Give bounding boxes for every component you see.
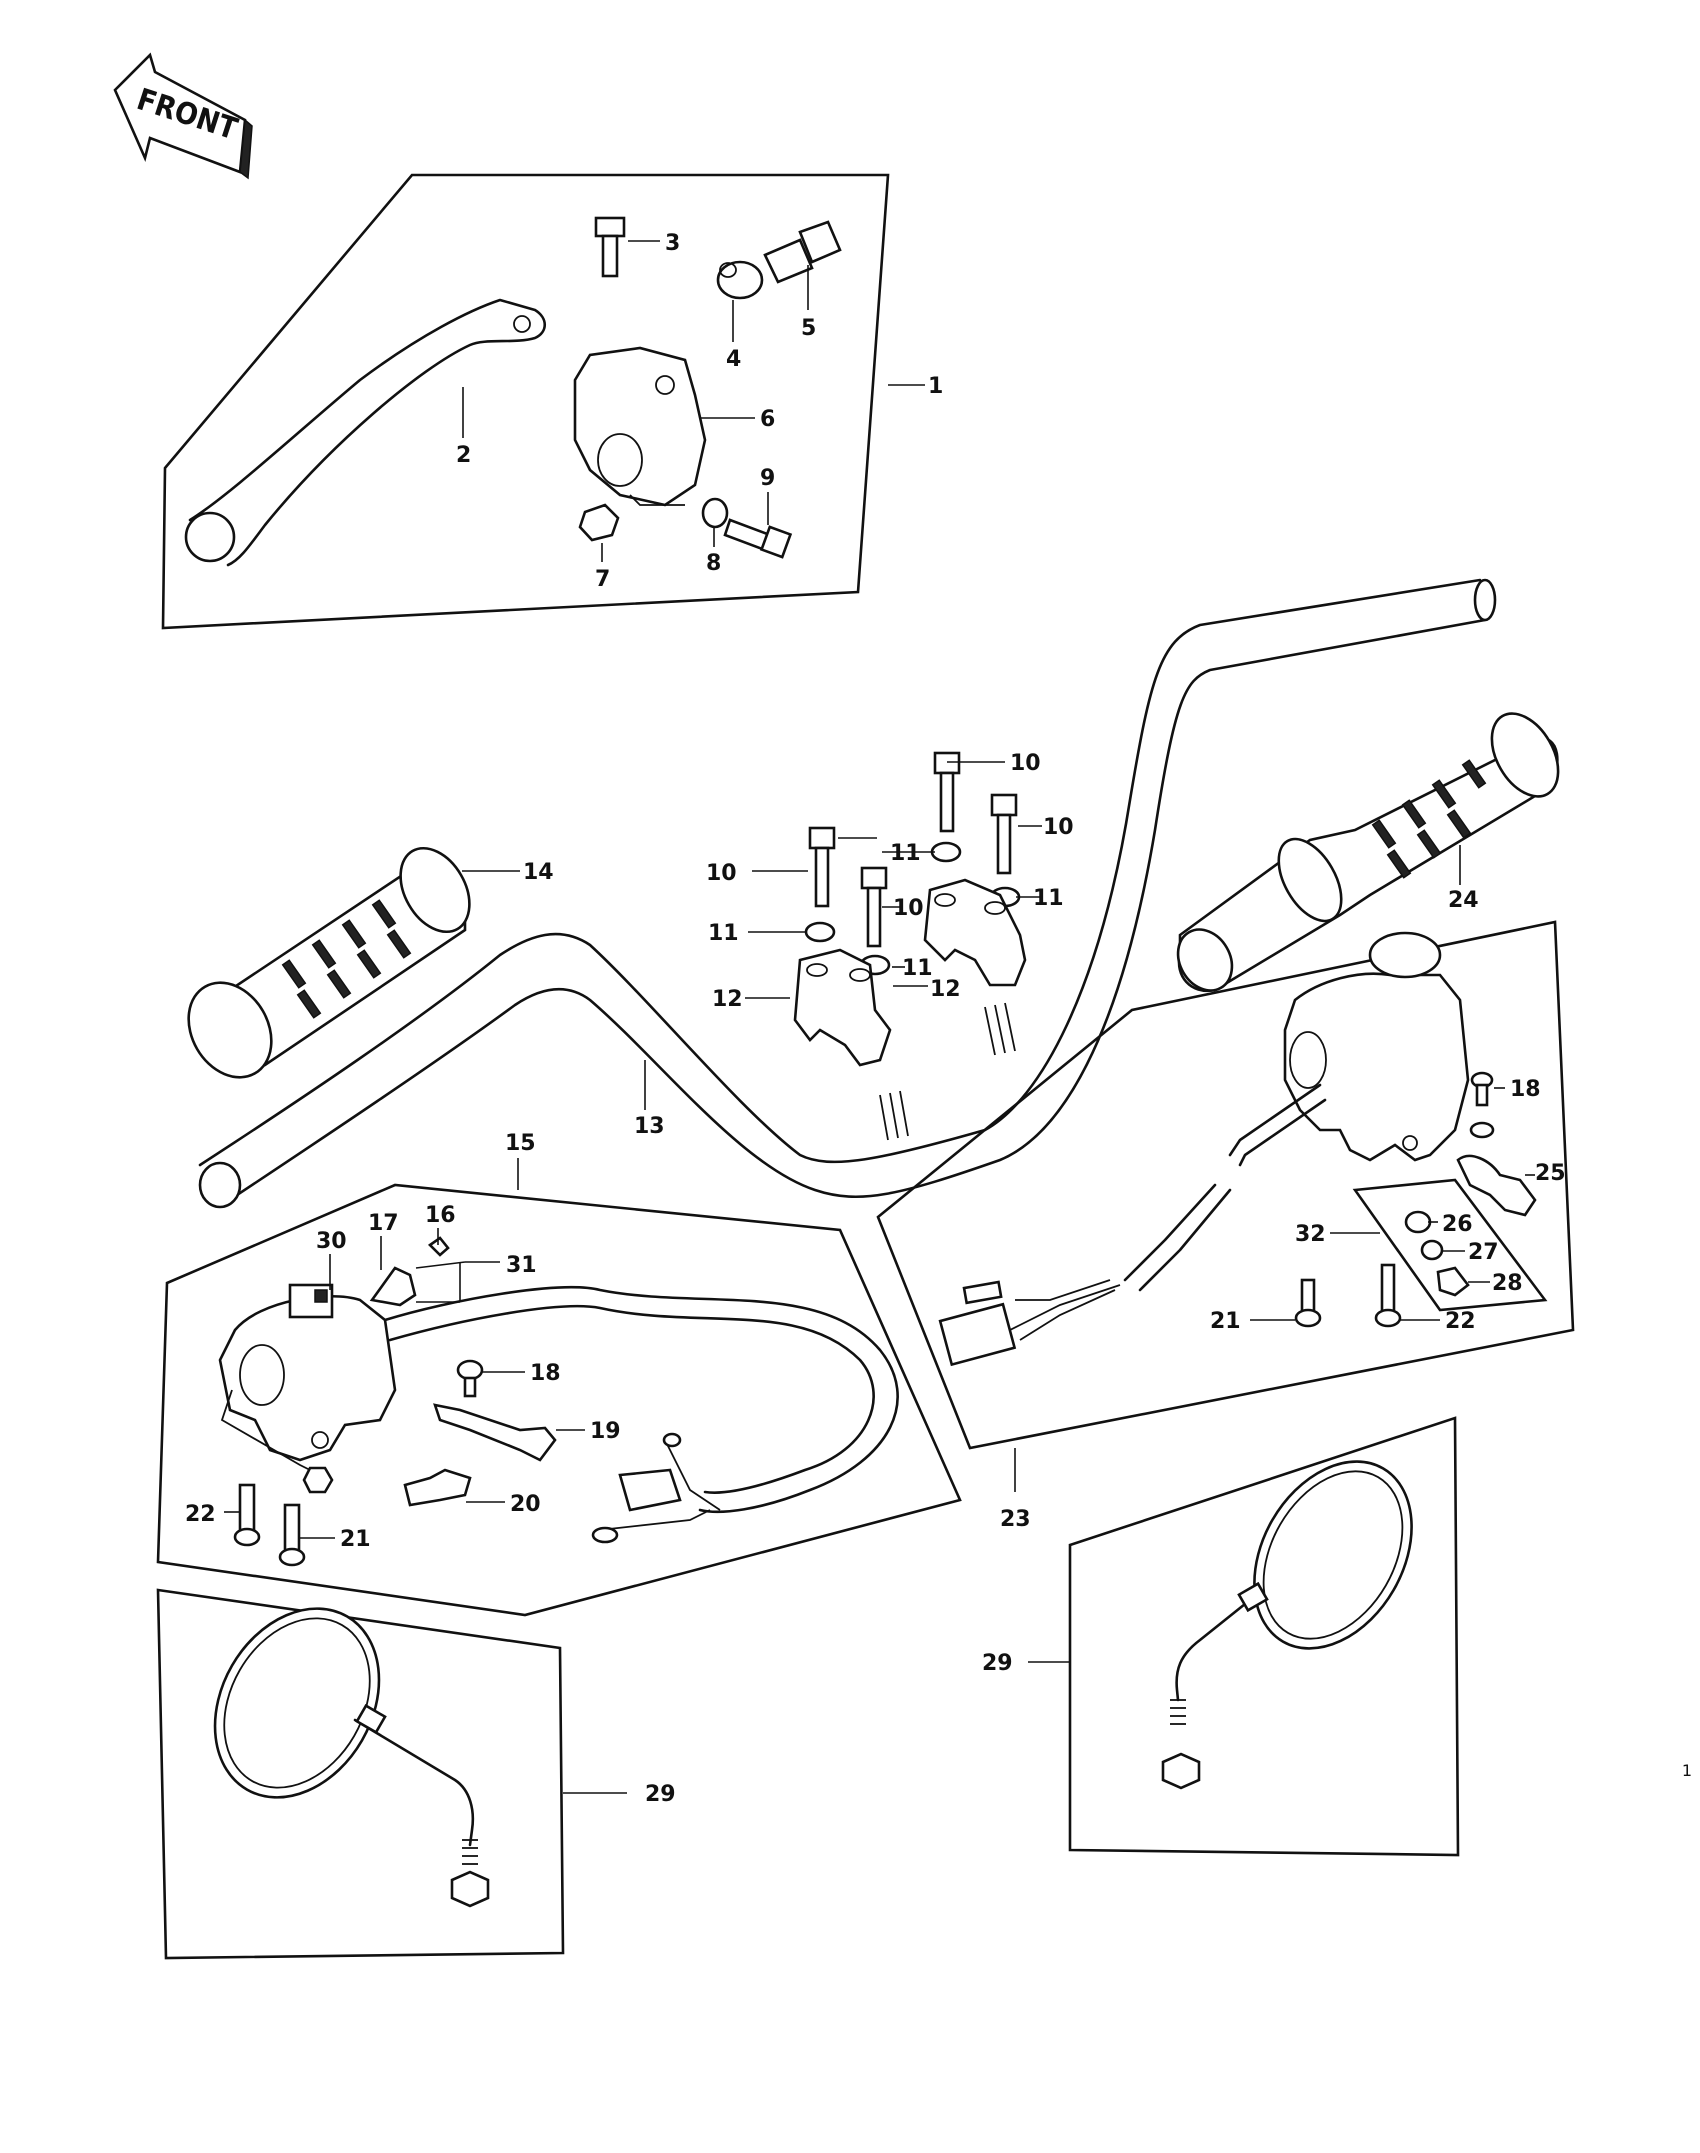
callout-6: 6 [760,407,775,432]
lever-holder-icon [573,346,707,507]
callout-10: 10 [1010,751,1041,776]
callout-11: 11 [1033,886,1064,911]
nut-icon [578,503,620,542]
callout-10: 10 [893,896,924,921]
pivot-bolt-icon [723,518,793,559]
callout-10: 10 [706,861,737,886]
front-badge: FRONT [113,52,253,180]
callout-29: 29 [645,1782,676,1807]
clamp-bolt-icon [808,826,836,908]
switch-housing-icon [1123,931,1470,1292]
adjuster-bolt-icon [763,220,842,284]
mirror-icon [1161,1460,1413,1790]
grip-icon [187,846,471,1079]
screw-icon [1469,1071,1495,1139]
washer-icon [804,921,836,943]
callout-10: 10 [1043,815,1074,840]
callout-23: 23 [1000,1507,1031,1532]
washer-icon [701,497,729,529]
callout-4: 4 [726,347,741,372]
callout-31: 31 [506,1253,537,1278]
handlebar-icon [198,578,1497,1209]
screw-icon [1294,1278,1322,1328]
screw-icon [456,1359,484,1398]
callout-21: 21 [340,1527,371,1552]
screw-icon [233,1483,261,1547]
callout-16: 16 [425,1203,456,1228]
mirror-icon [213,1607,490,1908]
callout-13: 13 [634,1114,665,1139]
switch-housing-icon [218,1283,899,1514]
callout-17: 17 [368,1211,399,1236]
clamp-bolt-icon [860,866,888,948]
callout-3: 3 [665,231,680,256]
callout-1: 1 [928,374,943,399]
callout-11: 11 [890,841,921,866]
callout-30: 30 [316,1229,347,1254]
callout-9: 9 [760,466,775,491]
callout-19: 19 [590,1419,621,1444]
grip-icon [1176,712,1560,993]
callout-2: 2 [456,443,471,468]
callout-11: 11 [708,921,739,946]
callout-8: 8 [706,551,721,576]
callout-11: 11 [902,956,933,981]
screw-icon [1374,1263,1402,1328]
washer-icon [930,841,962,863]
callout-15: 15 [505,1131,536,1156]
connector-icon [938,1279,1121,1367]
screw-icon [278,1503,306,1567]
box-clutch-lever-assembly [161,173,890,630]
callout-21: 21 [1210,1309,1241,1334]
switch-lever-icon [433,1403,557,1462]
callout-26: 26 [1442,1212,1473,1237]
callout-7: 7 [595,567,610,592]
bolt-icon [594,216,626,278]
box-mirror-left [156,1588,565,1960]
clamp-bolt-icon [933,751,961,833]
callout-12: 12 [930,977,961,1002]
box-left-switch-assembly [156,1183,962,1617]
box-mirror-right [1068,1416,1460,1857]
handlebar-clamp-icon [923,878,1027,987]
screw-icon [369,1236,450,1307]
page-number: 1 [1682,1761,1692,1780]
callout-14: 14 [523,860,554,885]
callout-29: 29 [982,1651,1013,1676]
box-subassembly [1352,1178,1548,1312]
adjuster-nut-icon [716,260,764,300]
switch-lever-icon [1456,1154,1537,1217]
handlebar-clamp-icon [793,948,892,1067]
callout-20: 20 [510,1492,541,1517]
callout-18: 18 [1510,1077,1541,1102]
clamp-bolt-icon [990,793,1018,875]
box-right-switch-assembly [876,920,1575,1450]
callout-28: 28 [1492,1271,1523,1296]
callout-22: 22 [185,1502,216,1527]
callout-32: 32 [1295,1222,1326,1247]
callout-25: 25 [1535,1161,1566,1186]
connector-icon [591,1432,721,1544]
callout-5: 5 [801,316,816,341]
callout-27: 27 [1468,1240,1499,1265]
clutch-lever-icon [184,298,547,567]
callout-12: 12 [712,987,743,1012]
callout-22: 22 [1445,1309,1476,1334]
switch-knob-icon [403,1468,472,1507]
callout-24: 24 [1448,888,1479,913]
callout-18: 18 [530,1361,561,1386]
